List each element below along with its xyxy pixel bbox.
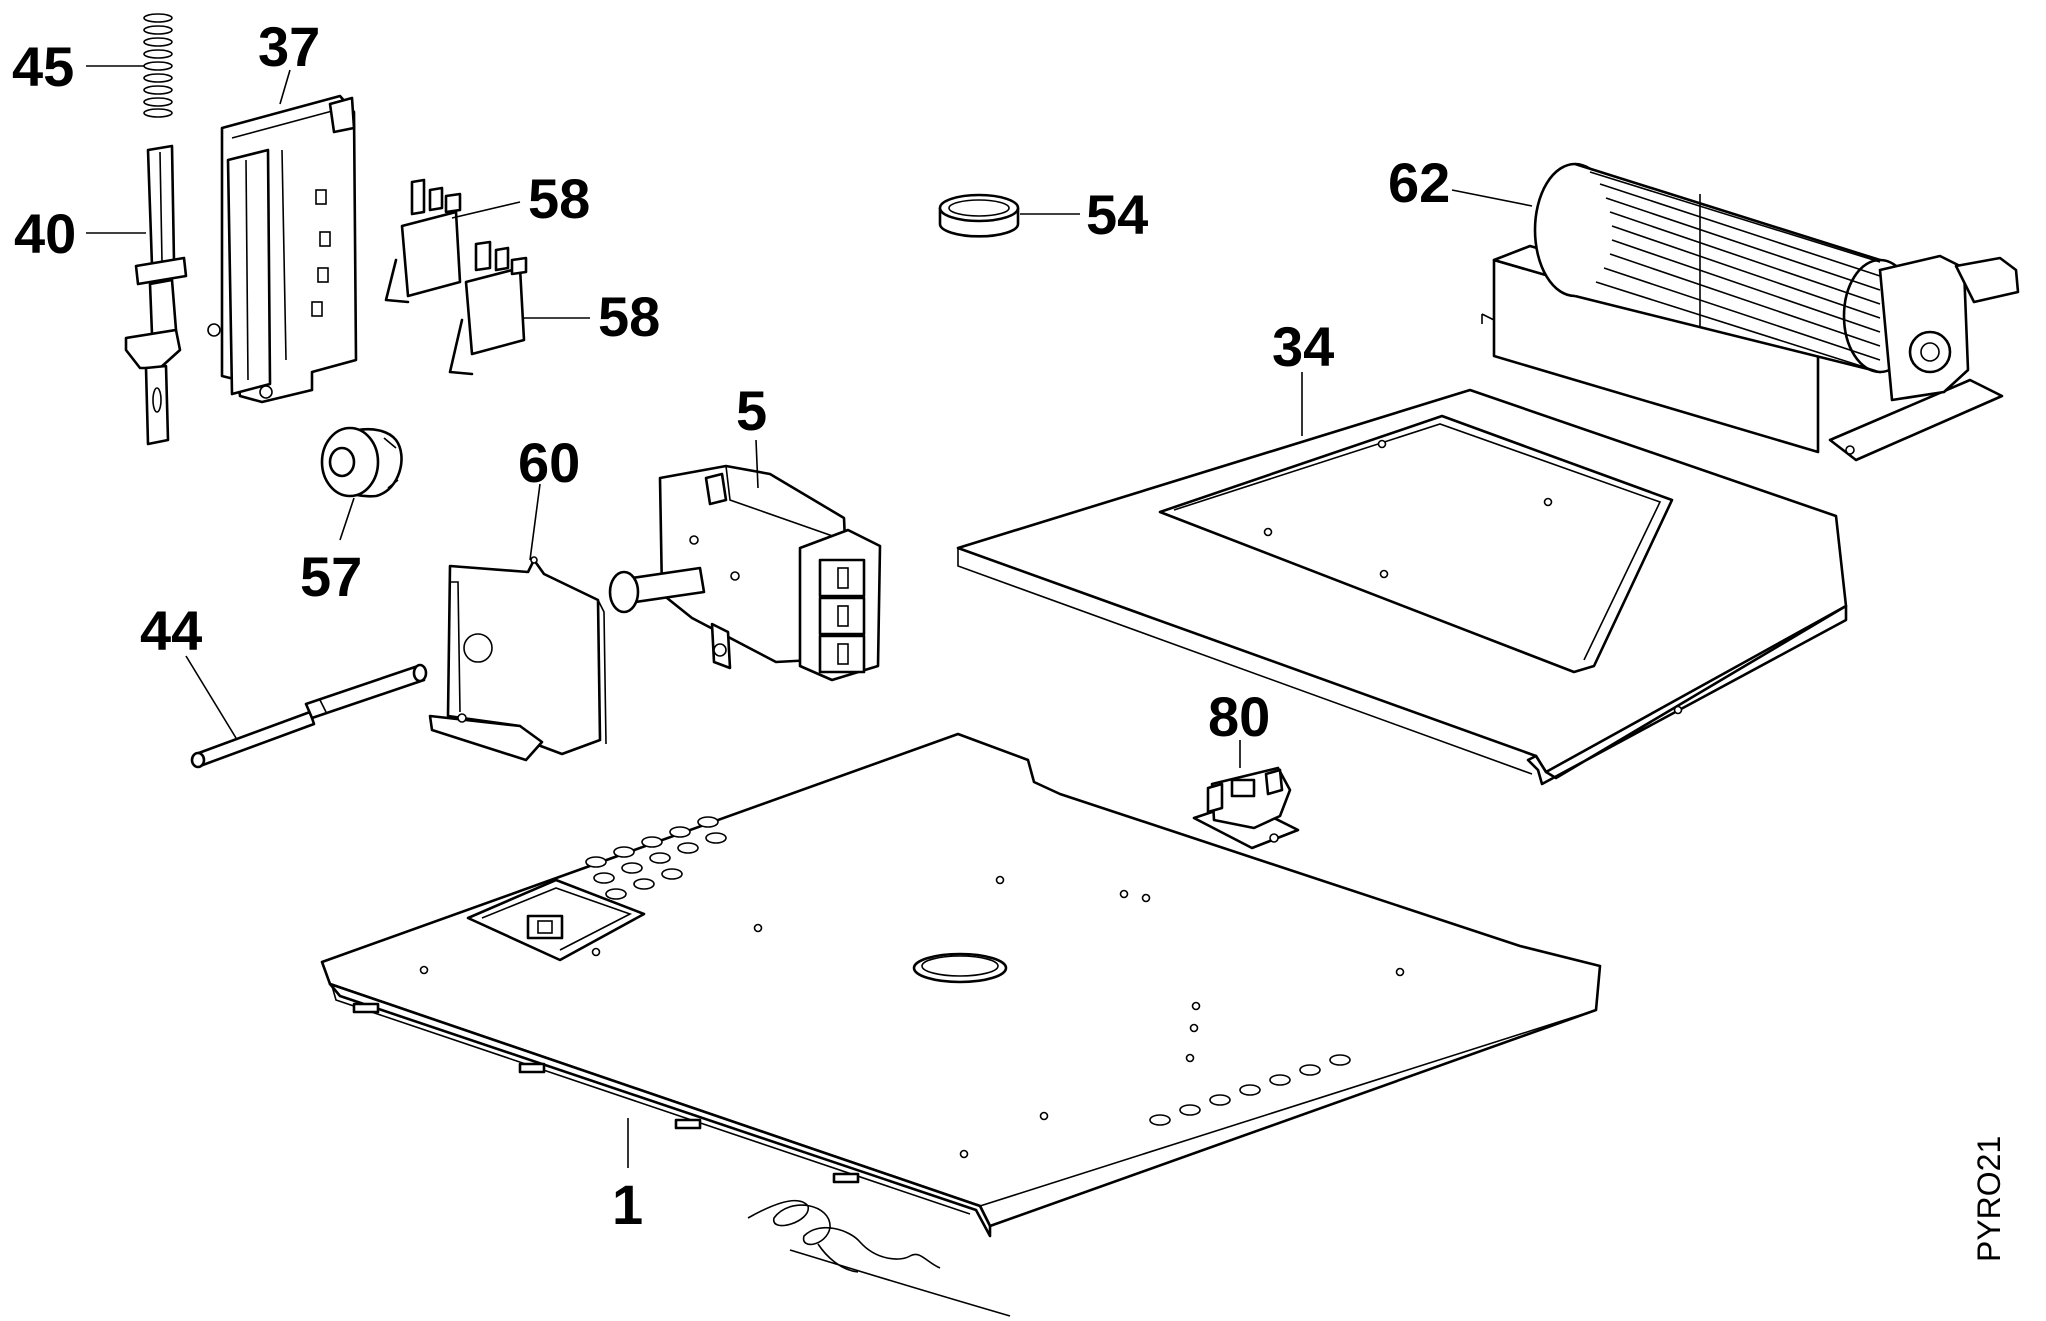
part-label-62: 62 — [1388, 151, 1450, 214]
part-58-micro-switch-lower — [448, 240, 528, 376]
part-1-base-plate — [320, 732, 1602, 1238]
part-5-terminal-block — [608, 464, 882, 682]
part-54-round-filter — [938, 193, 1020, 238]
part-label-80: 80 — [1208, 685, 1270, 748]
part-40-latch-rod — [124, 144, 188, 446]
part-label-60: 60 — [518, 431, 580, 494]
leader-58-upper — [451, 201, 521, 219]
part-label-1: 1 — [612, 1173, 643, 1236]
part-34-cover-plate — [956, 388, 1848, 786]
part-label-58-lower: 58 — [598, 285, 660, 348]
leader-44 — [185, 655, 237, 739]
part-label-54: 54 — [1086, 183, 1148, 246]
part-label-34: 34 — [1272, 315, 1334, 378]
part-44-shaft — [190, 663, 428, 769]
part-58-micro-switch-upper — [384, 178, 462, 304]
part-45-spring — [143, 13, 173, 118]
leader-37 — [279, 69, 291, 105]
part-60-mounting-bracket — [428, 556, 607, 762]
part-label-45: 45 — [12, 35, 74, 98]
leader-5 — [755, 439, 759, 489]
signature — [747, 1199, 1011, 1317]
leader-60 — [529, 483, 541, 561]
leader-62 — [1451, 189, 1533, 207]
part-label-58-upper: 58 — [528, 167, 590, 230]
part-label-37: 37 — [258, 15, 320, 78]
part-37-bracket-housing — [207, 94, 358, 404]
part-57-knob — [320, 426, 403, 498]
part-label-40: 40 — [14, 202, 76, 265]
part-80-thermostat — [1192, 766, 1300, 850]
drawing-code: PYRO21 — [1971, 1136, 2007, 1262]
leader-57 — [339, 497, 355, 541]
part-label-5: 5 — [736, 379, 767, 442]
part-62-tangential-fan — [1481, 162, 2020, 462]
part-label-57: 57 — [300, 545, 362, 608]
part-label-44: 44 — [140, 599, 202, 662]
